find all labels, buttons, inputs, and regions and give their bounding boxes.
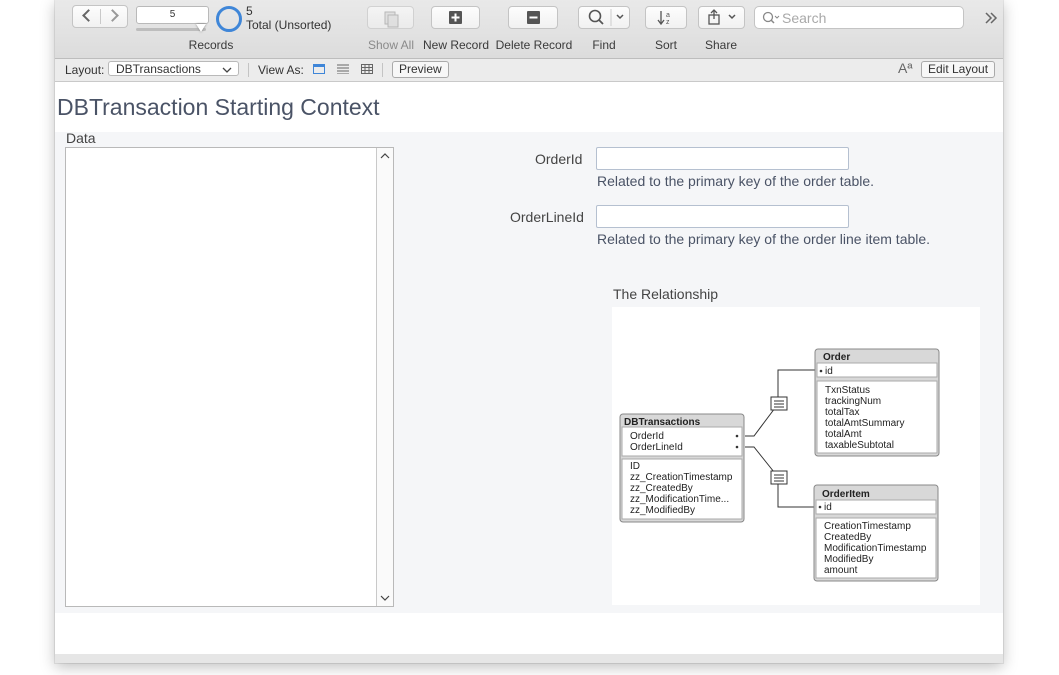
portal-scrollbar[interactable] — [376, 148, 393, 606]
sort-status: Total (Unsorted) — [246, 18, 332, 32]
layout-dropdown[interactable]: DBTransactions — [108, 61, 239, 76]
scroll-down-icon[interactable] — [377, 590, 393, 606]
table-field: zz_CreationTimestamp — [630, 472, 733, 483]
minus-icon — [527, 11, 540, 24]
table-occurrence-dbtransactions: DBTransactions OrderId OrderLineId ID zz… — [619, 413, 745, 523]
table-field: trackingNum — [825, 396, 881, 407]
equals-join-icon — [770, 470, 788, 485]
table-name: DBTransactions — [624, 417, 701, 428]
text-formatting-icon[interactable]: Aª — [898, 60, 913, 76]
key-field: OrderId — [630, 431, 664, 442]
found-set-pie-icon — [216, 6, 242, 32]
table-name: Order — [823, 352, 850, 363]
key-field: id — [825, 366, 833, 377]
record-nav-buttons — [72, 5, 128, 28]
table-field: zz_ModifiedBy — [630, 505, 695, 516]
search-placeholder: Search — [782, 10, 827, 26]
relationship-graph-image: DBTransactions OrderId OrderLineId ID zz… — [612, 307, 980, 605]
separator — [248, 63, 249, 77]
filemaker-window: 5 5 Total (Unsorted) Records Show All Ne… — [55, 0, 1003, 663]
share-button[interactable] — [698, 6, 745, 29]
chevron-down-icon — [222, 67, 232, 73]
table-field: ModificationTimestamp — [824, 543, 927, 554]
found-count: 5 — [246, 4, 253, 18]
relationship-graph: DBTransactions OrderId OrderLineId ID zz… — [619, 348, 940, 582]
table-occurrence-order: Order id TxnStatus trackingNum totalTax … — [814, 348, 940, 457]
show-all-button[interactable] — [367, 6, 414, 29]
next-record-icon[interactable] — [106, 9, 119, 22]
quick-find-search[interactable]: Search — [754, 6, 964, 29]
overflow-chevrons-icon[interactable] — [983, 10, 999, 26]
magnifier-icon — [588, 9, 624, 26]
toolbar: 5 5 Total (Unsorted) Records Show All Ne… — [55, 0, 1003, 59]
preview-button[interactable]: Preview — [392, 61, 449, 78]
show-all-icon — [384, 11, 399, 28]
table-field: amount — [824, 565, 858, 576]
table-field: totalAmt — [825, 429, 862, 440]
table-field: totalAmtSummary — [825, 418, 904, 429]
form-view-icon[interactable] — [313, 64, 325, 74]
layout-dropdown-value: DBTransactions — [116, 62, 201, 76]
new-record-label: New Record — [422, 38, 490, 52]
records-label: Records — [188, 38, 234, 52]
new-record-button[interactable] — [431, 6, 480, 29]
layout-bar: Layout: DBTransactions View As: Preview … — [55, 59, 1003, 82]
find-label: Find — [592, 38, 616, 52]
table-field: ID — [630, 461, 640, 472]
table-field: totalTax — [825, 407, 859, 418]
record-slider-knob[interactable] — [196, 24, 206, 32]
data-portal[interactable] — [65, 147, 394, 607]
window-footer — [55, 654, 1003, 663]
sort-icon: az — [657, 11, 670, 26]
table-view-icon[interactable] — [361, 64, 373, 74]
previous-record-icon[interactable] — [82, 9, 95, 22]
svg-text:a: a — [666, 12, 670, 19]
plus-icon — [449, 11, 462, 24]
page-title: DBTransaction Starting Context — [57, 94, 380, 120]
delete-record-button[interactable] — [508, 6, 558, 29]
view-as-label: View As: — [258, 63, 304, 77]
table-field: zz_CreatedBy — [630, 483, 693, 494]
relationship-title: The Relationship — [613, 286, 719, 302]
orderlineid-hint: Related to the primary key of the order … — [597, 231, 931, 247]
find-button[interactable] — [578, 6, 630, 29]
orderid-hint: Related to the primary key of the order … — [597, 173, 875, 189]
table-field: TxnStatus — [825, 385, 870, 396]
table-occurrence-orderitem: OrderItem id CreationTimestamp CreatedBy… — [813, 484, 939, 582]
svg-text:z: z — [666, 19, 670, 26]
orderid-field[interactable] — [596, 147, 849, 170]
search-icon — [762, 11, 780, 24]
share-icon — [708, 9, 736, 25]
scroll-up-icon[interactable] — [377, 148, 393, 164]
key-field: id — [824, 502, 832, 513]
current-record-field[interactable]: 5 — [136, 6, 209, 24]
separator — [382, 63, 383, 77]
share-label: Share — [704, 38, 738, 52]
table-field: ModifiedBy — [824, 554, 873, 565]
orderlineid-field[interactable] — [596, 205, 849, 228]
list-view-icon[interactable] — [337, 64, 349, 74]
orderid-label: OrderId — [535, 151, 583, 167]
show-all-label: Show All — [367, 38, 415, 52]
edit-layout-button[interactable]: Edit Layout — [921, 61, 996, 78]
table-field: CreatedBy — [824, 532, 871, 543]
record-slider[interactable] — [136, 28, 206, 31]
key-field: OrderLineId — [630, 442, 683, 453]
table-name: OrderItem — [822, 489, 870, 500]
delete-record-label: Delete Record — [495, 38, 573, 52]
table-field: taxableSubtotal — [825, 440, 894, 451]
equals-join-icon — [770, 396, 788, 411]
nav-divider — [100, 9, 101, 24]
orderlineid-label: OrderLineId — [510, 209, 584, 225]
sort-label: Sort — [654, 38, 677, 52]
data-label: Data — [66, 130, 96, 146]
table-field: CreationTimestamp — [824, 521, 911, 532]
relationship-lines — [745, 369, 815, 508]
table-field: zz_ModificationTime... — [630, 494, 729, 505]
layout-label: Layout: — [65, 63, 105, 77]
